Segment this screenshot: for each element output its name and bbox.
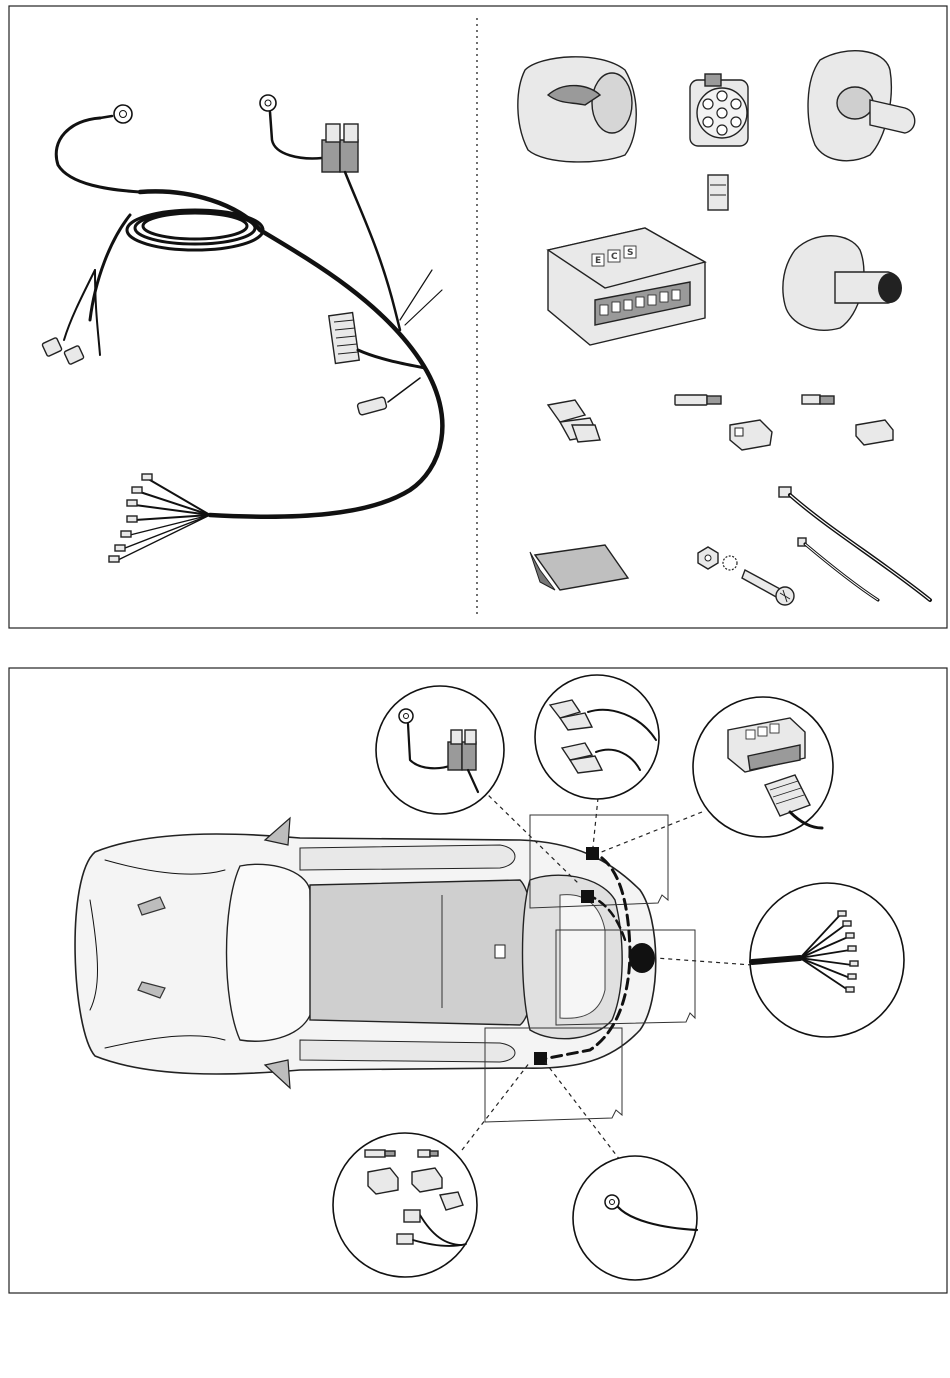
callout-wire-fanout (750, 883, 904, 1037)
callout-splice-connectors (535, 675, 659, 799)
callout-relay-ground (376, 686, 504, 814)
trailer-socket-13-pin (518, 57, 636, 162)
ring-terminal-icon (260, 95, 276, 111)
brand-letter-2: C (611, 252, 618, 262)
callout-terminals (333, 1133, 477, 1277)
brand-letter-1: E (595, 256, 601, 266)
tow-socket-marker (629, 943, 655, 973)
flat-terminal-female (802, 395, 834, 404)
trailer-socket-7-pin (690, 74, 748, 146)
vehicle-top-view (75, 818, 656, 1088)
callout-control-module (693, 697, 833, 837)
installation-panel (9, 668, 947, 1293)
windshield (227, 864, 313, 1041)
flat-terminal-male (675, 395, 721, 405)
socket-insert-connector (708, 175, 728, 210)
brand-letter-3: S (627, 248, 633, 258)
callout-ground-point (573, 1156, 697, 1280)
terminal-housing-1-way (856, 420, 893, 445)
kit-contents-panel: E C S (9, 6, 947, 628)
relay-block-icon (322, 124, 358, 172)
